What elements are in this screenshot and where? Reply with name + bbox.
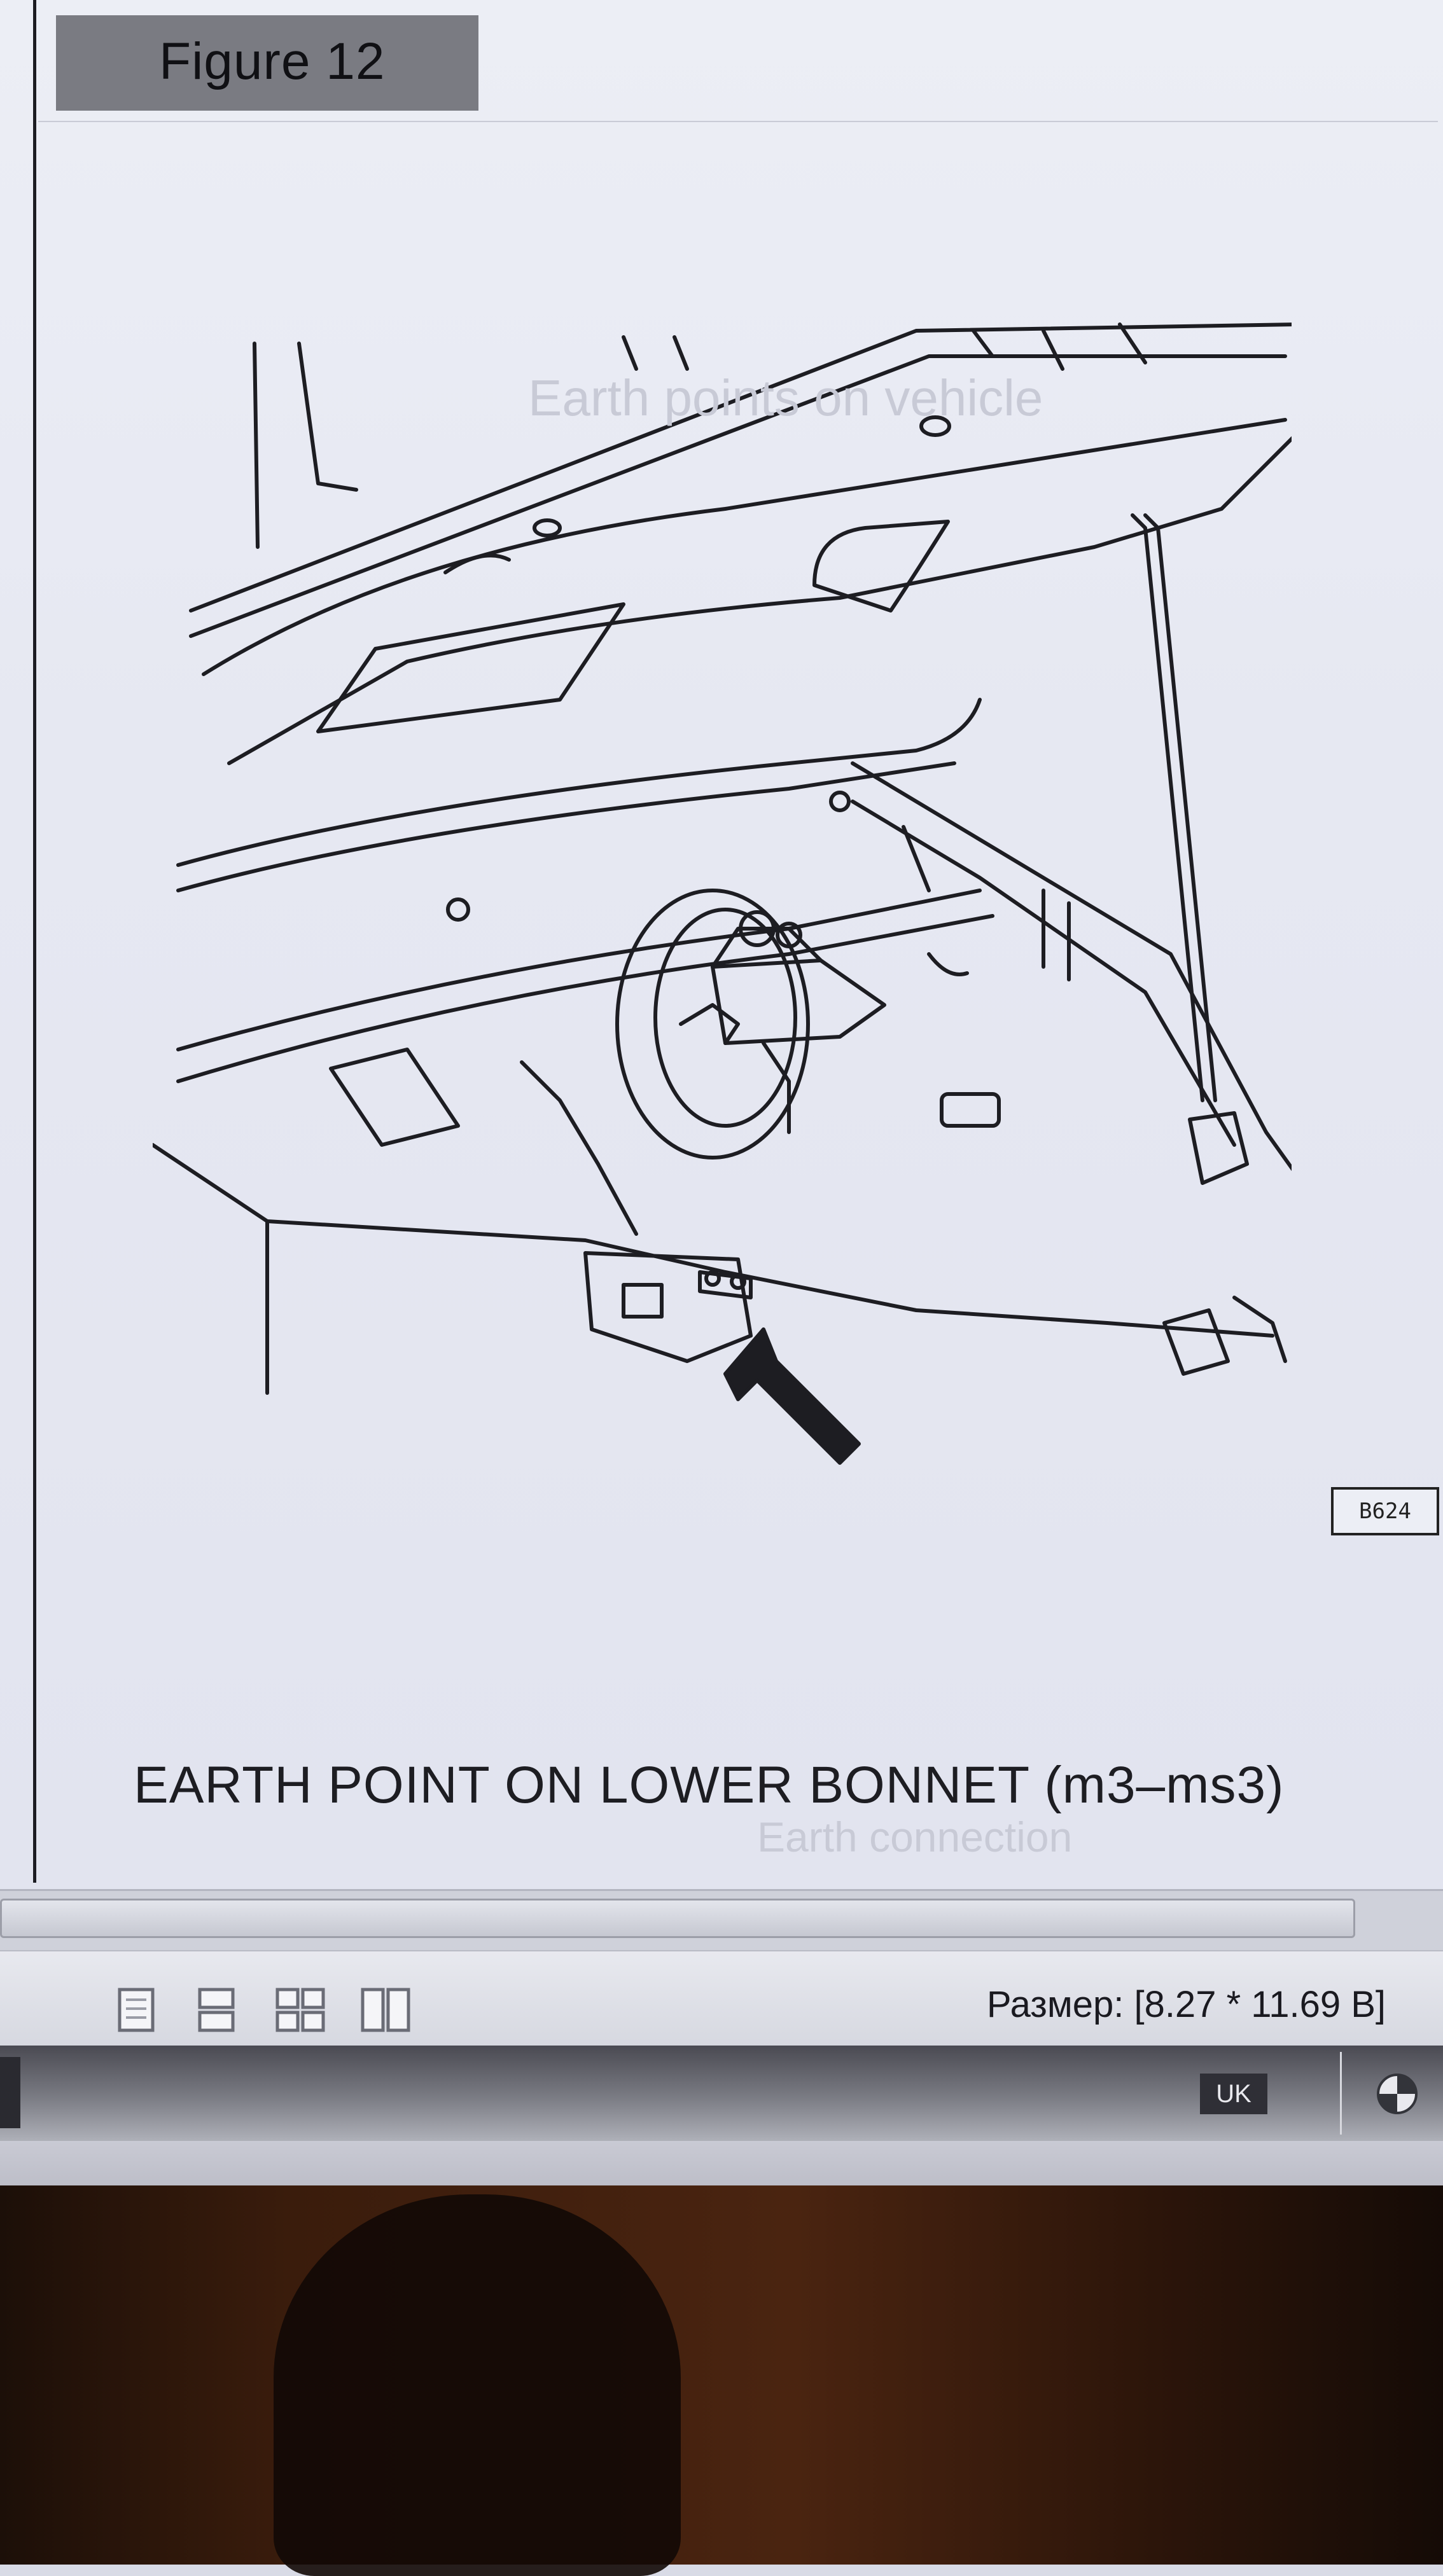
engine-bay-illustration bbox=[153, 322, 1292, 1465]
taskbar: UK bbox=[0, 2046, 1443, 2141]
header-rule bbox=[38, 121, 1438, 122]
facing-pages-icon[interactable] bbox=[275, 1987, 326, 2033]
page-left-border bbox=[33, 0, 36, 1883]
pointer-arrow bbox=[723, 1327, 861, 1465]
photographer-shadow bbox=[274, 2194, 681, 2576]
single-page-icon[interactable] bbox=[115, 1987, 159, 2033]
taskbar-start-edge[interactable] bbox=[0, 2057, 20, 2128]
tray-divider bbox=[1340, 2052, 1342, 2135]
reference-code: B624 bbox=[1331, 1487, 1439, 1535]
page-size-label: Размер: [8.27 * 11.69 В] bbox=[986, 1984, 1386, 2025]
status-bar: Размер: [8.27 * 11.69 В] bbox=[0, 1950, 1443, 2047]
horizontal-scrollbar[interactable] bbox=[0, 1889, 1443, 1952]
desk-surface bbox=[0, 2185, 1443, 2565]
ghost-text-bleedthrough-2: Earth connection bbox=[757, 1813, 1073, 1860]
figure-label: Figure 12 bbox=[159, 32, 386, 90]
figure-label-box bbox=[56, 15, 478, 111]
figure-caption: EARTH POINT ON LOWER BONNET (m3–ms3) bbox=[134, 1756, 1285, 1814]
monitor-bezel bbox=[0, 2141, 1443, 2185]
continuous-page-icon[interactable] bbox=[195, 1987, 239, 2033]
two-column-icon[interactable] bbox=[360, 1987, 411, 2033]
document-page: Figure 12 bbox=[0, 0, 1443, 1889]
horizontal-scroll-thumb[interactable] bbox=[0, 1899, 1355, 1938]
show-desktop-icon[interactable] bbox=[1374, 2071, 1420, 2117]
ghost-text-bleedthrough: Earth points on vehicle bbox=[528, 370, 1043, 426]
language-indicator[interactable]: UK bbox=[1200, 2074, 1267, 2114]
